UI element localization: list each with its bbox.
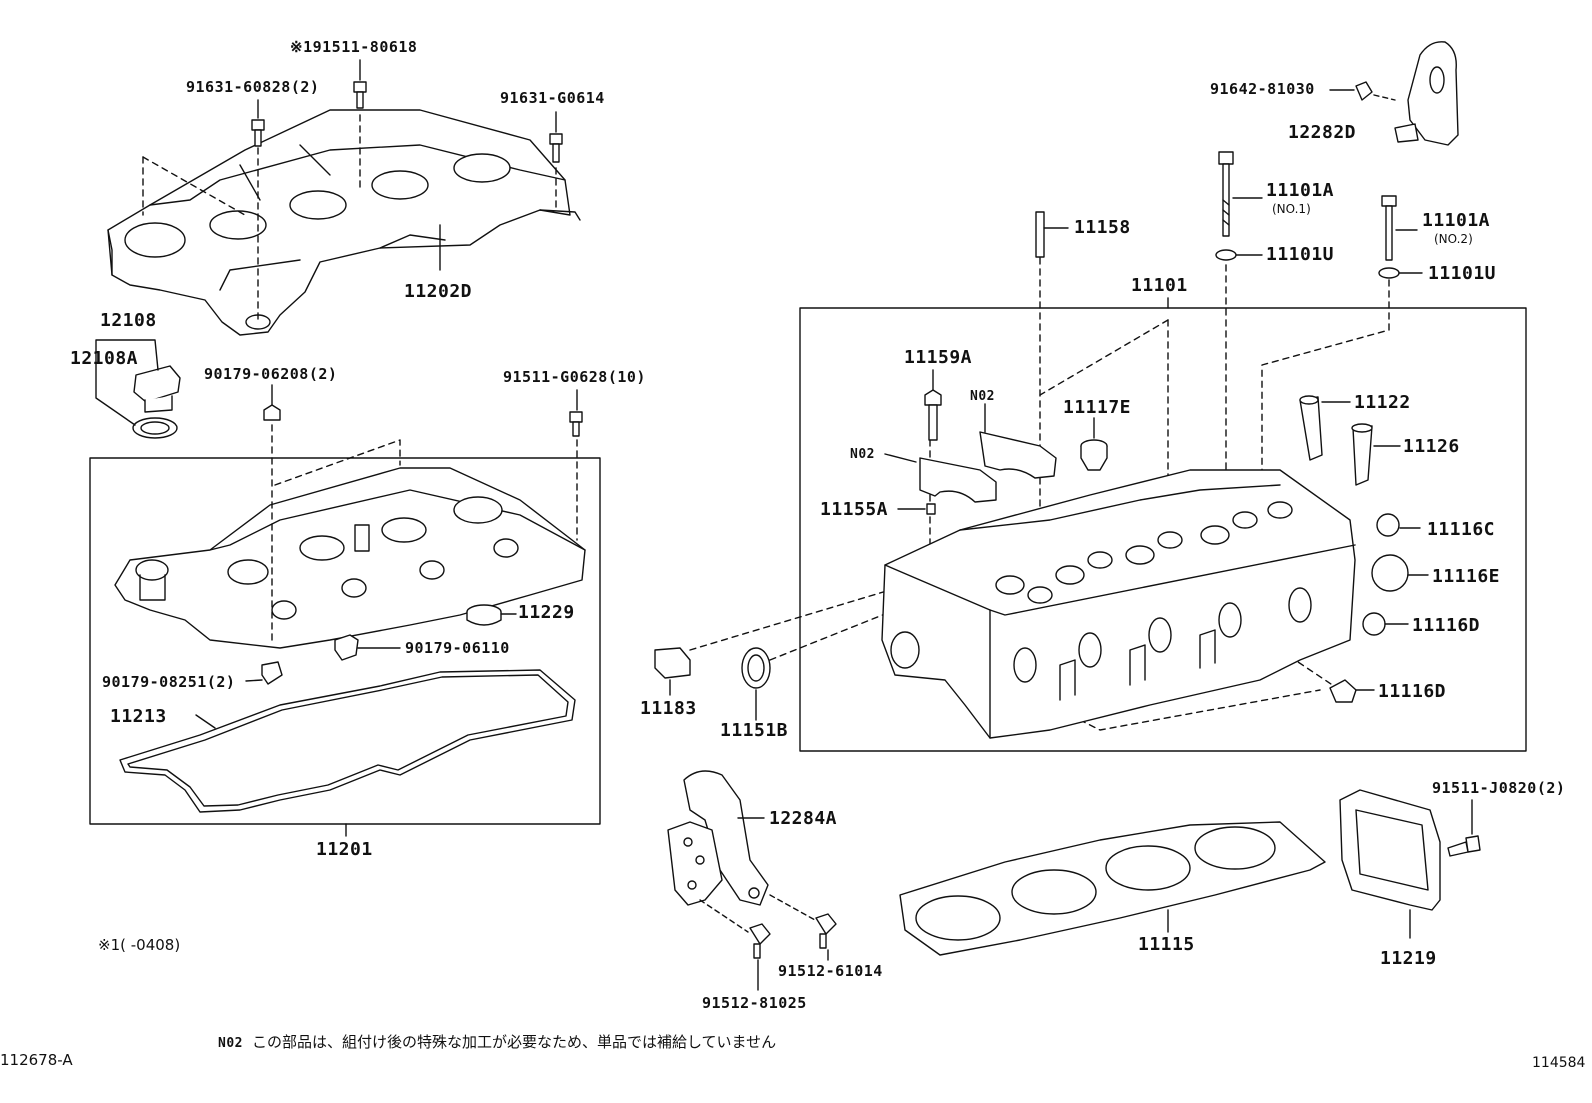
cover-guides <box>142 114 557 321</box>
cam-plug-11183 <box>654 647 691 679</box>
grommet-90179-06110 <box>334 634 359 661</box>
label-11101: 11101 <box>1131 275 1188 296</box>
label-12108a: 12108A <box>70 348 139 369</box>
label-11202d: 11202D <box>404 281 473 302</box>
reference-right: 114584 <box>1532 1055 1586 1071</box>
plug-11116e <box>1371 554 1409 592</box>
label-11159a: 11159A <box>904 347 973 368</box>
bearing-cap-n02-right <box>979 431 1057 479</box>
cylinder-head-11101 <box>881 469 1356 739</box>
bolt-91642-81030 <box>1355 81 1373 101</box>
valve-guide-11122 <box>1299 395 1323 461</box>
label-11101u-1: 11101U <box>1266 244 1335 265</box>
label-12282d: 12282D <box>1288 122 1357 143</box>
plug-seal-11229 <box>466 604 502 626</box>
label-91511-g0628: 91511-G0628(10) <box>503 368 646 386</box>
head-bolt-11101a-no1 <box>1218 151 1234 237</box>
label-12284a: 12284A <box>769 808 838 829</box>
note-code: N02 <box>218 1036 243 1051</box>
label-11122: 11122 <box>1354 392 1411 413</box>
label-91631-g0614: 91631-G0614 <box>500 89 605 107</box>
oil-seal-11151b <box>741 647 771 689</box>
label-11115: 11115 <box>1138 934 1195 955</box>
label-11116d-upper: 11116D <box>1412 615 1481 636</box>
label-no1: (NO.1) <box>1272 202 1311 216</box>
label-11126: 11126 <box>1403 436 1460 457</box>
label-11229: 11229 <box>518 602 575 623</box>
bolt-91512-61014 <box>815 913 837 949</box>
label-191511-80618: ※191511-80618 <box>290 38 418 56</box>
washer-11101u-1 <box>1215 249 1237 261</box>
engine-hanger-12282d <box>1394 41 1459 146</box>
label-11183: 11183 <box>640 698 697 719</box>
engine-cover-11202d <box>107 109 581 336</box>
label-90179-08251: 90179-08251(2) <box>102 673 236 691</box>
label-11201: 11201 <box>316 839 373 860</box>
cylinder-head-frame <box>799 307 1527 752</box>
label-no2: (NO.2) <box>1434 232 1473 246</box>
bolt-11159a <box>924 389 942 441</box>
washer-11101u-2 <box>1378 267 1400 279</box>
label-91511-j0820: 91511-J0820(2) <box>1432 779 1566 797</box>
valve-guide-11126 <box>1351 423 1373 486</box>
hanger-guides <box>699 894 816 933</box>
grommet-90179-08251 <box>261 661 283 685</box>
cover-bolts <box>251 81 563 163</box>
valve-cover-guides <box>271 424 578 641</box>
label-11101a-no2: 11101A <box>1422 210 1491 231</box>
label-11219: 11219 <box>1380 948 1437 969</box>
footnote-applicability: ※1( -0408) <box>98 936 181 954</box>
plug-11116d-lower <box>1329 679 1357 703</box>
label-91512-81025: 91512-81025 <box>702 994 807 1012</box>
cover-11219 <box>1339 789 1441 911</box>
label-91512-61014: 91512-61014 <box>778 962 883 980</box>
plug-11116c <box>1376 513 1400 537</box>
label-11213: 11213 <box>110 706 167 727</box>
engine-hanger-12284a <box>667 770 769 906</box>
bolt-91512-81025 <box>749 923 771 959</box>
reference-left: 112678-A <box>0 1051 73 1069</box>
label-11117e: 11117E <box>1063 397 1132 418</box>
label-91631-60828: 91631-60828(2) <box>186 78 320 96</box>
label-11116d-lower: 11116D <box>1378 681 1447 702</box>
label-n02-left: N02 <box>850 447 875 462</box>
plug-11117e <box>1080 439 1108 471</box>
stud-11158 <box>1035 211 1045 258</box>
plug-11116d-upper <box>1362 612 1386 636</box>
label-11101a-no1: 11101A <box>1266 180 1335 201</box>
head-gasket-11115 <box>899 821 1326 956</box>
label-91642-81030: 91642-81030 <box>1210 80 1315 98</box>
label-90179-06208: 90179-06208(2) <box>204 365 338 383</box>
label-12108: 12108 <box>100 310 157 331</box>
pin-11155a <box>926 503 936 515</box>
label-11158: 11158 <box>1074 217 1131 238</box>
valve-cover-frame <box>89 457 601 825</box>
label-11116c: 11116C <box>1427 519 1496 540</box>
label-11101u-2: 11101U <box>1428 263 1497 284</box>
valve-cover-gasket-11213 <box>119 669 576 813</box>
valve-cover-bolts <box>263 404 583 437</box>
oil-filler-cap-12108 <box>132 365 181 439</box>
bolt-91511-j0820 <box>1447 835 1481 857</box>
bearing-cap-n02-left <box>919 457 997 503</box>
label-11155a: 11155A <box>820 499 889 520</box>
label-11151b: 11151B <box>720 720 789 741</box>
valve-cover-11201 <box>114 467 586 649</box>
head-bolt-11101a-no2 <box>1381 195 1397 261</box>
label-90179-06110: 90179-06110 <box>405 639 510 657</box>
note-text: この部品は、組付け後の特殊な加工が必要なため、単品では補給していません <box>252 1033 777 1051</box>
label-n02-right: N02 <box>970 389 995 404</box>
label-11116e: 11116E <box>1432 566 1501 587</box>
